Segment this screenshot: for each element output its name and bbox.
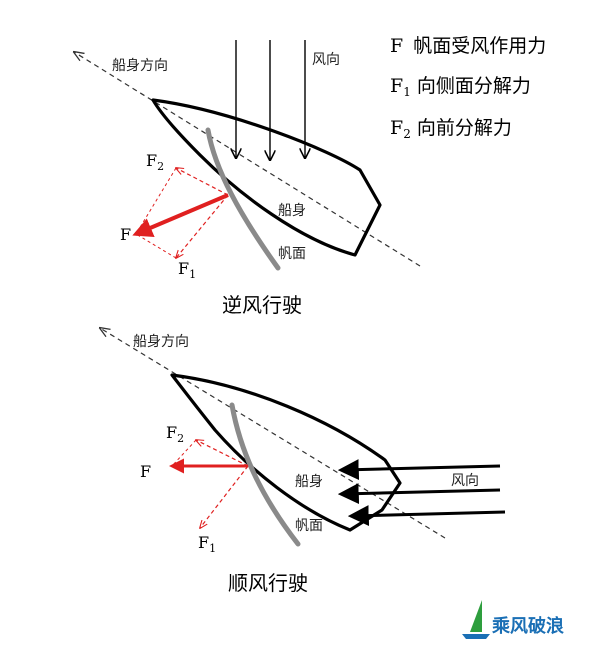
upwind-force-f1-label: F1 xyxy=(178,259,196,281)
upwind-heading-label: 船身方向 xyxy=(112,58,168,74)
upwind-force-f-label: F xyxy=(120,225,131,244)
upwind-heading-line xyxy=(74,52,421,267)
logo-text: 乘风破浪 xyxy=(491,615,564,637)
upwind-sail-label: 帆面 xyxy=(278,246,306,262)
downwind-wind-arrow-1 xyxy=(337,459,501,481)
upwind-diagram: 船身方向 风向 船身 帆面 F F2 F1 逆风行驶 xyxy=(74,40,421,317)
upwind-sail xyxy=(205,127,281,271)
downwind-force-f2-label: F2 xyxy=(166,423,184,445)
downwind-force-f-label: F xyxy=(140,462,151,481)
brand-logo: 乘风破浪 xyxy=(462,600,564,639)
upwind-title: 逆风行驶 xyxy=(222,293,302,317)
downwind-wind-label-bg xyxy=(445,470,491,488)
upwind-force-f2-arrow xyxy=(176,168,229,196)
downwind-sail-label: 帆面 xyxy=(295,518,323,534)
downwind-wind-arrow-2 xyxy=(337,483,501,505)
downwind-wind-arrow-3 xyxy=(347,505,506,527)
upwind-force-f2-label: F2 xyxy=(146,151,164,173)
upwind-hull xyxy=(151,98,382,257)
downwind-hull xyxy=(170,373,402,532)
sail-logo-icon xyxy=(470,600,482,632)
upwind-hull-label: 船身 xyxy=(278,203,306,219)
upwind-force-f-arrow xyxy=(132,193,229,237)
downwind-heading-label: 船身方向 xyxy=(133,334,189,350)
downwind-force-f1-arrow xyxy=(200,465,249,528)
downwind-title: 顺风行驶 xyxy=(228,571,308,595)
upwind-parallelogram-edge-2 xyxy=(135,233,177,259)
upwind-wind-label: 风向 xyxy=(312,52,340,68)
downwind-force-f1-label: F1 xyxy=(198,533,216,555)
downwind-diagram: 船身方向 船身 帆面 风向 F F2 F1 顺风行驶 xyxy=(100,328,506,595)
downwind-sail xyxy=(229,402,301,547)
downwind-force-f2-arrow xyxy=(196,440,249,467)
sail-logo-icon-2 xyxy=(462,634,490,639)
downwind-hull-label: 船身 xyxy=(295,474,323,490)
upwind-parallelogram-edge-1 xyxy=(135,167,177,235)
downwind-wind-label: 风向 xyxy=(451,473,479,489)
